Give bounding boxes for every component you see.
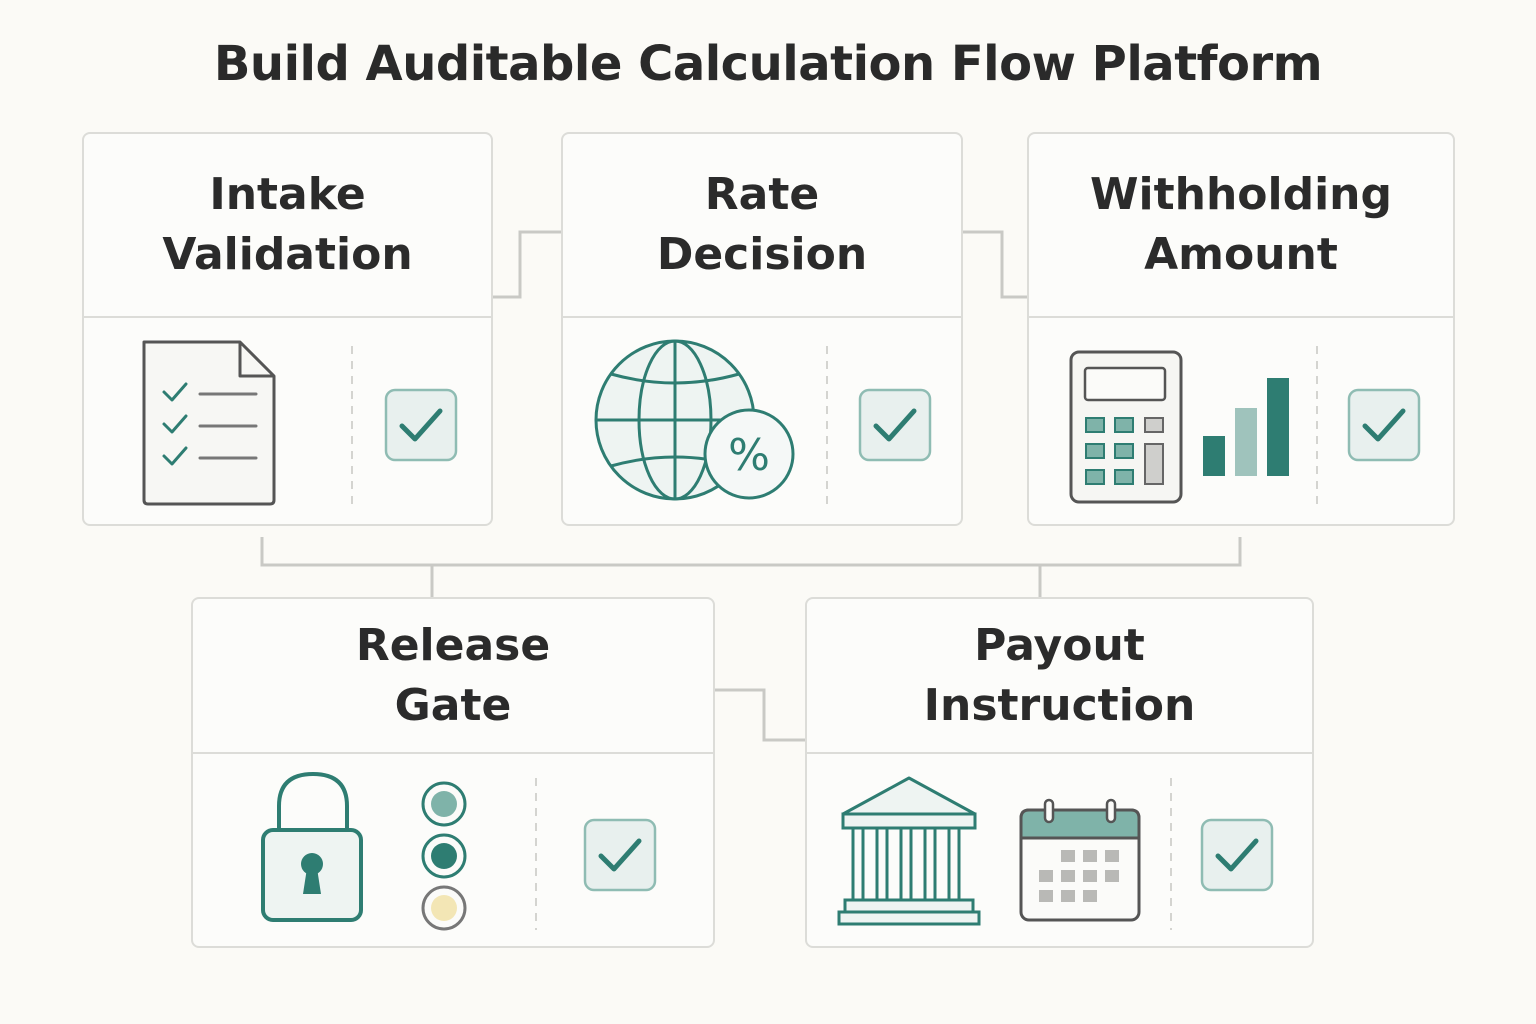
check-icon — [384, 388, 458, 462]
step-title-line2: Amount — [1144, 229, 1338, 280]
lock-icon — [261, 771, 363, 922]
step-card-intake-validation[interactable]: Intake Validation — [82, 132, 493, 526]
bank-icon — [837, 776, 981, 926]
connector-intake-rate — [492, 230, 562, 299]
page-title: Build Auditable Calculation Flow Platfor… — [213, 36, 1323, 92]
step-title-line1: Withholding — [1089, 169, 1392, 220]
step-card-header: Withholding Amount — [1029, 134, 1453, 318]
connector-top-row-bracket — [260, 537, 1242, 567]
connector-release-payout — [714, 688, 806, 742]
step-card-header: Release Gate — [193, 599, 713, 754]
step-card-rate-decision[interactable]: Rate Decision % — [561, 132, 963, 526]
check-icon — [1200, 818, 1274, 892]
step-title-line1: Intake — [209, 169, 366, 220]
bar-chart-icon — [1203, 378, 1289, 476]
step-title-line2: Decision — [656, 229, 868, 280]
step-card-release-gate[interactable]: Release Gate — [191, 597, 715, 948]
calculator-icon — [1069, 350, 1183, 504]
svg-text:%: % — [728, 430, 770, 481]
check-icon — [1347, 388, 1421, 462]
step-card-header: Rate Decision — [563, 134, 961, 318]
step-title-line2: Gate — [394, 679, 512, 731]
percent-icon: % — [703, 408, 795, 500]
step-title-line1: Payout — [974, 619, 1145, 671]
check-icon — [583, 818, 657, 892]
checklist-document-icon — [142, 340, 276, 506]
step-title-line2: Validation — [162, 229, 413, 280]
connector-rate-withholding — [962, 230, 1028, 299]
step-title-line1: Rate — [704, 169, 820, 220]
check-icon — [858, 388, 932, 462]
step-card-header: Intake Validation — [84, 134, 491, 318]
step-title-line1: Release — [355, 619, 551, 671]
step-card-payout-instruction[interactable]: Payout Instruction — [805, 597, 1314, 948]
calendar-icon — [1019, 798, 1141, 922]
status-lights-icon — [421, 781, 467, 931]
step-card-header: Payout Instruction — [807, 599, 1312, 754]
step-title-line2: Instruction — [923, 679, 1196, 731]
step-card-withholding-amount[interactable]: Withholding Amount — [1027, 132, 1455, 526]
